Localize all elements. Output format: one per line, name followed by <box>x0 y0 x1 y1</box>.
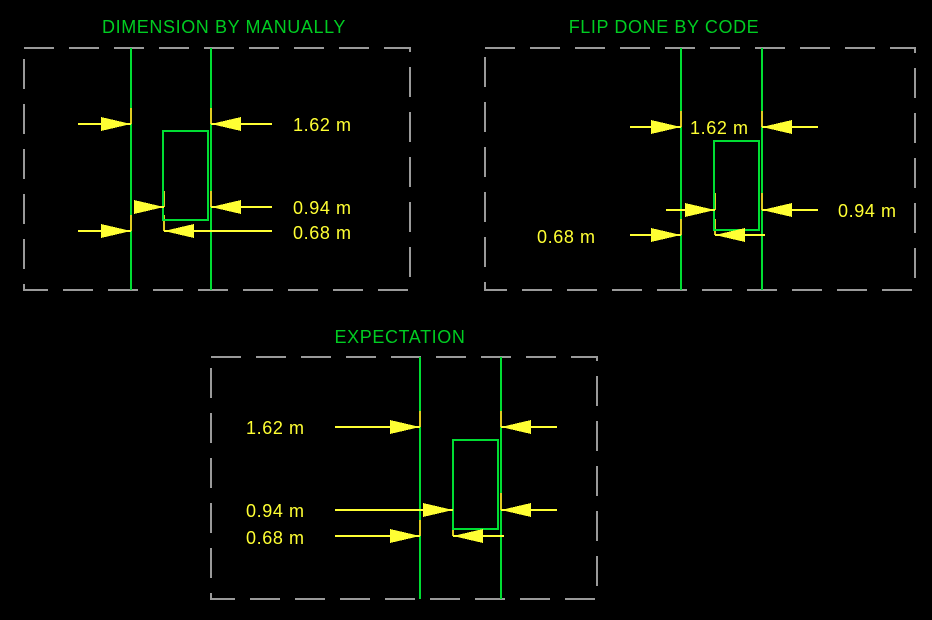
dimension-label: 0.94 m <box>293 198 352 218</box>
arrow-head-right-pointing <box>101 117 131 131</box>
panel-expectation: EXPECTATION 1.62 m 0.94 m 0.68 m <box>210 327 598 600</box>
arrow-head-left-pointing <box>211 200 241 214</box>
dimension-1-62: 1.62 m <box>246 418 557 438</box>
panel-frame <box>23 47 411 291</box>
dimension-label: 1.62 m <box>690 118 749 138</box>
dimension-1-62: 1.62 m <box>630 118 818 138</box>
arrow-head-right-pointing <box>390 420 420 434</box>
panel-title: EXPECTATION <box>335 327 466 347</box>
arrow-head-right-pointing <box>651 228 681 242</box>
arrow-head-left-pointing <box>501 420 531 434</box>
panel-dimension-by-manually: DIMENSION BY MANUALLY 1.62 m 0.94 m 0.68 m <box>23 17 411 291</box>
arrow-head-right-pointing <box>423 503 453 517</box>
dimension-0-68: 0.68 m <box>537 227 765 247</box>
arrow-head-left-pointing <box>453 529 483 543</box>
arrow-head-left-pointing <box>164 224 194 238</box>
arrow-head-right-pointing <box>390 529 420 543</box>
panel-title: DIMENSION BY MANUALLY <box>102 17 346 37</box>
dimension-label: 0.68 m <box>293 223 352 243</box>
dimension-label: 0.68 m <box>537 227 596 247</box>
dimension-label: 0.68 m <box>246 528 305 548</box>
dimension-0-94: 0.94 m <box>134 198 352 218</box>
dimension-1-62: 1.62 m <box>78 115 352 135</box>
arrow-head-right-pointing <box>651 120 681 134</box>
dimension-label: 0.94 m <box>838 201 897 221</box>
arrow-head-left-pointing <box>715 228 745 242</box>
dimension-0-68: 0.68 m <box>78 223 352 243</box>
arrow-head-left-pointing <box>211 117 241 131</box>
arrow-head-left-pointing <box>501 503 531 517</box>
dimension-label: 1.62 m <box>293 115 352 135</box>
object-rectangle <box>162 130 209 221</box>
dimension-0-94: 0.94 m <box>666 201 897 221</box>
arrow-head-right-pointing <box>101 224 131 238</box>
arrow-head-left-pointing <box>762 203 792 217</box>
panel-frame <box>210 356 598 600</box>
object-rectangle <box>452 439 499 530</box>
panel-frame <box>484 47 916 291</box>
arrow-head-right-pointing <box>685 203 715 217</box>
panel-title: FLIP DONE BY CODE <box>569 17 760 37</box>
dimension-0-68: 0.68 m <box>246 528 504 548</box>
dimension-0-94: 0.94 m <box>246 501 557 521</box>
dimension-label: 1.62 m <box>246 418 305 438</box>
dimension-label: 0.94 m <box>246 501 305 521</box>
arrow-head-right-pointing <box>134 200 164 214</box>
panel-flip-done-by-code: FLIP DONE BY CODE 1.62 m 0.94 m 0.68 m <box>484 17 916 291</box>
arrow-head-left-pointing <box>762 120 792 134</box>
